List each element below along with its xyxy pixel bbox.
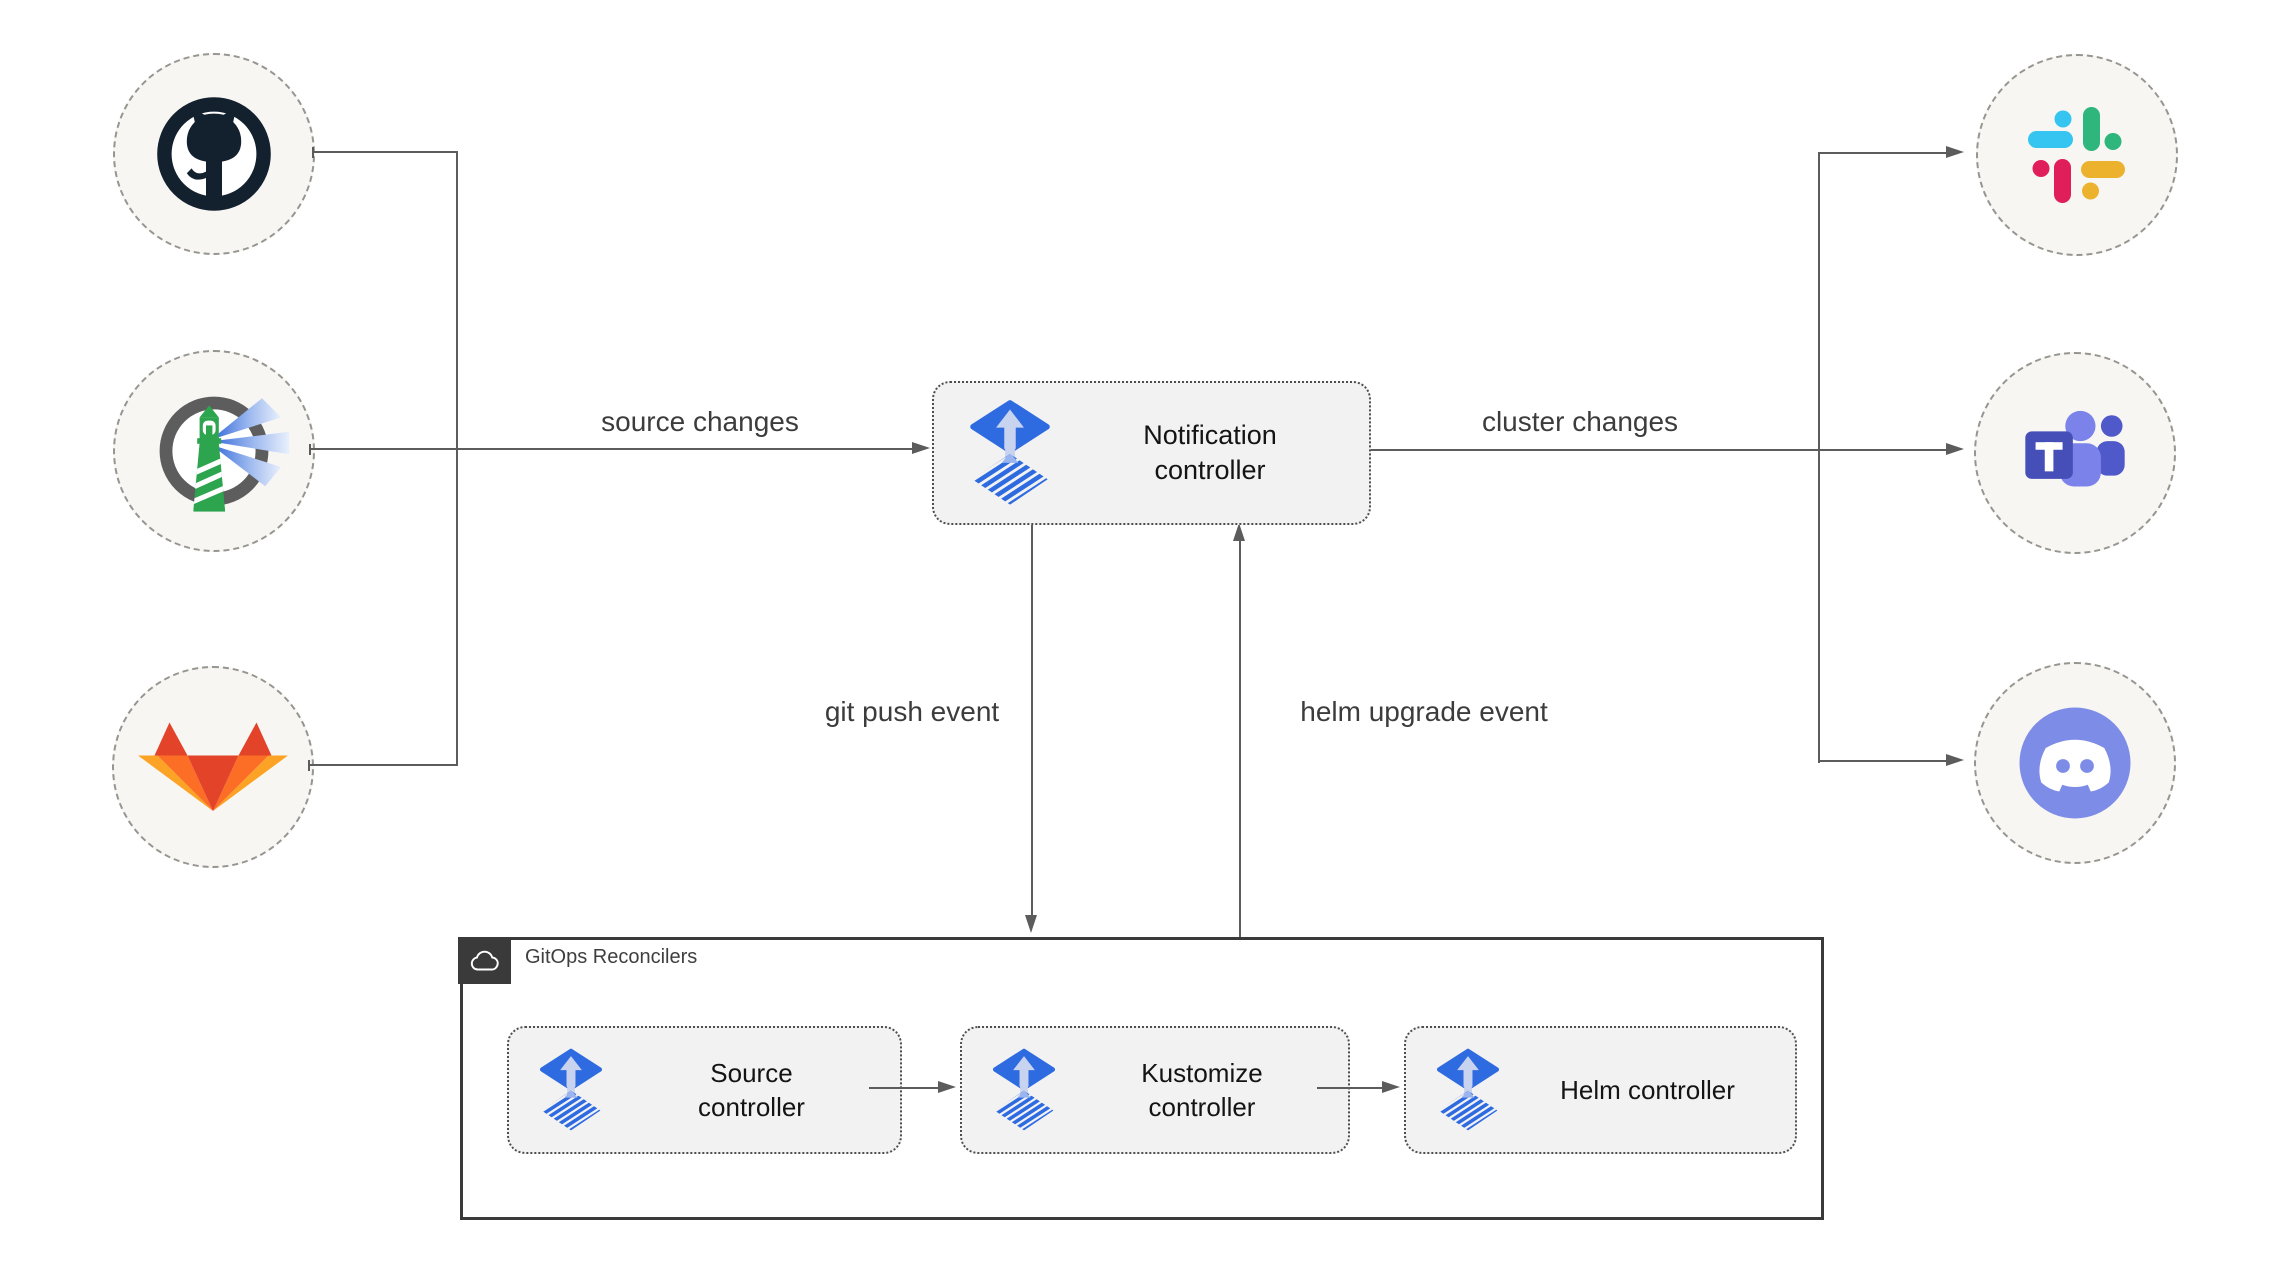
flux-logo-icon [539, 1045, 603, 1135]
kustomize-controller-box: Kustomize controller [960, 1026, 1350, 1154]
helm-controller-box: Helm controller [1404, 1026, 1797, 1154]
helm-controller-label: Helm controller [1560, 1075, 1735, 1105]
edge-gitlab-line [310, 764, 458, 766]
source-controller-box: Source controller [507, 1026, 902, 1154]
cloud-icon [466, 944, 504, 978]
gitlab-fox-icon [138, 718, 288, 817]
edge-slack-line [1819, 152, 1948, 154]
flux-logo-icon [992, 1045, 1056, 1135]
edge-label-helm-upgrade-event: helm upgrade event [1300, 696, 1548, 727]
flux-logo-icon [969, 396, 1051, 510]
edge-label-cluster-changes: cluster changes [1481, 406, 1679, 437]
node-registry [113, 350, 315, 552]
edge-endpoint-tick [309, 444, 311, 455]
arrowhead-into-reconcilers [1025, 915, 1037, 933]
arrowhead-into-teams [1946, 443, 1964, 455]
node-github [113, 53, 315, 255]
edge-endpoint-tick [312, 147, 314, 158]
edge-endpoint-tick [308, 760, 310, 771]
microsoft-teams-icon [2021, 399, 2129, 507]
edge-label-git-push-event: git push event [824, 696, 1000, 727]
edge-left-branch-line [456, 151, 458, 766]
arrowhead-into-slack [1946, 146, 1964, 158]
edge-kustomize-to-helm-line [1317, 1087, 1384, 1089]
arrowhead-into-helm [1382, 1081, 1400, 1093]
edge-right-branch-line [1818, 152, 1820, 763]
arrowhead-into-notification [912, 442, 930, 454]
slack-icon [2027, 105, 2127, 205]
kustomize-controller-label: Kustomize controller [1141, 1058, 1263, 1122]
edge-github-line [313, 151, 458, 153]
edge-label-source-changes: source changes [601, 406, 799, 437]
discord-icon [2000, 688, 2150, 838]
edge-cluster-changes-line [1332, 449, 1948, 451]
edge-helm-upgrade-line [1239, 541, 1241, 937]
lighthouse-registry-icon [134, 371, 294, 531]
notification-controller-label: Notification controller [1143, 420, 1277, 485]
edge-discord-line [1819, 760, 1948, 762]
arrowhead-into-discord [1946, 754, 1964, 766]
node-slack [1976, 54, 2178, 256]
node-teams [1974, 352, 2176, 554]
github-octocat-icon [134, 74, 294, 234]
flux-logo-icon [1436, 1045, 1500, 1135]
edge-source-changes-line [311, 448, 914, 450]
node-discord [1974, 662, 2176, 864]
gitops-reconcilers-badge [458, 937, 511, 984]
arrowhead-into-kustomize [938, 1081, 956, 1093]
node-gitlab [112, 666, 314, 868]
source-controller-label: Source controller [698, 1058, 805, 1122]
edge-git-push-line [1031, 521, 1033, 917]
edge-source-to-kustomize-line [869, 1087, 940, 1089]
gitops-reconcilers-title: GitOps Reconcilers [525, 946, 698, 968]
arrowhead-into-notification-bottom [1233, 523, 1245, 541]
notification-controller-box: Notification controller [932, 381, 1371, 525]
